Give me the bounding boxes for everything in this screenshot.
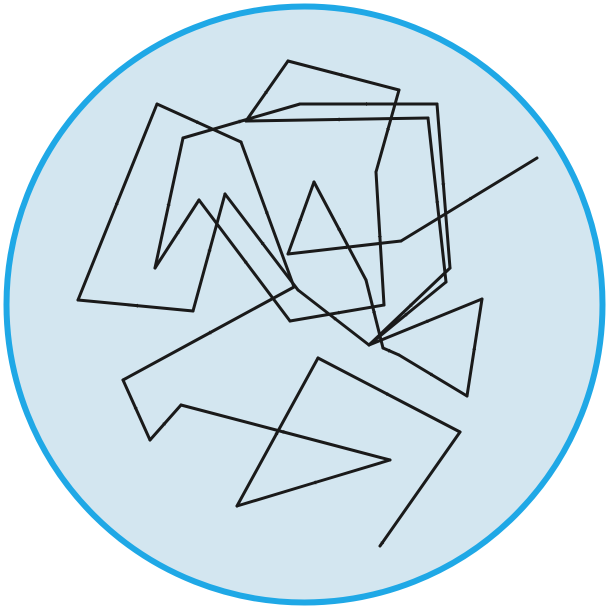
path-segment: [286, 180, 316, 256]
path-segment: [76, 298, 195, 313]
path-segment: [148, 403, 183, 442]
path-segment: [76, 102, 159, 302]
path-segment: [235, 458, 392, 508]
path-segment: [153, 136, 185, 270]
path-segment: [374, 170, 386, 307]
path-segment: [465, 297, 484, 398]
path-segment: [153, 198, 201, 270]
path-segment: [316, 356, 462, 434]
path-segment: [296, 288, 371, 347]
path-segment: [155, 102, 243, 144]
path-segment: [286, 59, 401, 92]
path-segment: [121, 285, 296, 382]
path-segment: [244, 59, 290, 123]
path-segment: [397, 353, 469, 398]
path-segment: [426, 116, 448, 284]
path-segment: [239, 140, 296, 289]
path-segment: [244, 116, 430, 123]
path-segment: [367, 266, 452, 347]
path-segment: [223, 192, 300, 292]
path-segment: [288, 303, 386, 323]
path-segment: [435, 102, 452, 270]
path-segment: [179, 403, 392, 462]
path-segment: [367, 297, 484, 347]
path-segment: [181, 102, 302, 140]
path-segment: [286, 239, 403, 256]
path-segment: [197, 198, 292, 323]
path-segment: [121, 378, 152, 442]
path-segment: [381, 346, 401, 357]
path-segment: [235, 356, 320, 508]
path-segment: [378, 430, 462, 548]
path-segment: [399, 156, 539, 243]
path-segment: [191, 192, 227, 313]
particle-path: [76, 59, 539, 548]
container-circle: [3, 3, 606, 606]
path-segment: [312, 180, 368, 282]
